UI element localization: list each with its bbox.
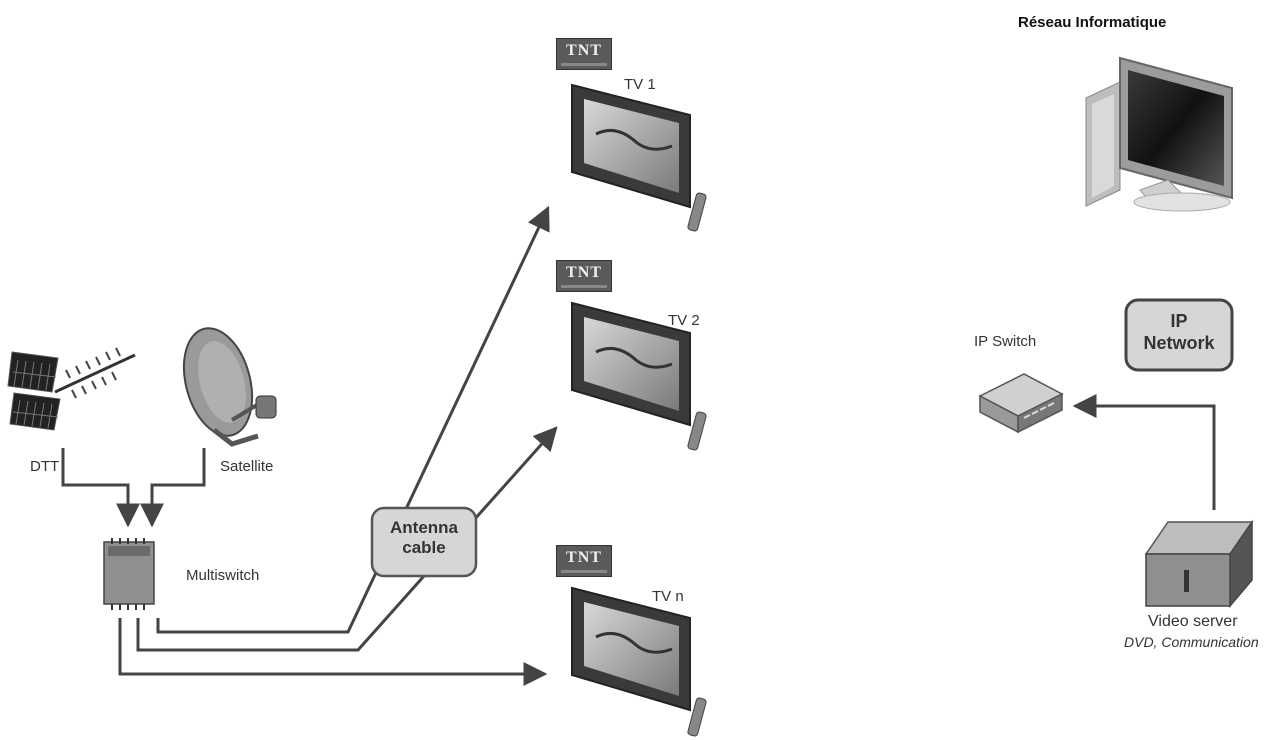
ip-switch-icon	[978, 373, 1064, 434]
tv1-icon	[571, 83, 707, 232]
antenna-cable-box	[370, 506, 478, 578]
video-server-label: Video server	[1148, 613, 1238, 630]
satellite-to-multiswitch-line	[140, 448, 206, 528]
ip-network-box	[1124, 298, 1234, 372]
tnt-logo-tv2: TNT	[556, 260, 612, 292]
cable-to-tvn	[118, 618, 548, 686]
network-title: Réseau Informatique	[1018, 14, 1167, 31]
tv1-label: TV 1	[624, 76, 656, 93]
dtt-to-multiswitch-line	[61, 448, 140, 528]
tvn-label: TV n	[652, 588, 684, 605]
ip-switch-label: IP Switch	[974, 333, 1037, 350]
ip-network-line1: IP	[1170, 311, 1188, 331]
ip-network-line2: Network	[1143, 332, 1215, 353]
multiswitch-icon	[103, 538, 155, 610]
dtt-antenna-icon	[7, 347, 136, 431]
video-server-sublabel: DVD, Communication	[1124, 634, 1259, 650]
tnt-logo-tv1: TNT	[556, 38, 612, 70]
cable-to-tv1	[156, 205, 550, 634]
cable-to-tv2	[136, 426, 558, 652]
antenna-cable-line1: Antenna	[390, 518, 458, 537]
video-server-icon	[1144, 519, 1254, 609]
ip-network-label: IP Network	[1126, 311, 1232, 354]
server-to-switch-line	[1072, 394, 1216, 510]
dtt-label: DTT	[30, 458, 60, 475]
desktop-computer-icon	[1085, 56, 1233, 212]
tv2-icon	[571, 301, 707, 451]
antenna-cable-line2: cable	[402, 538, 446, 558]
satellite-dish-icon	[182, 327, 277, 447]
multiswitch-label: Multiswitch	[186, 567, 260, 584]
tv2-label: TV 2	[668, 312, 700, 329]
satellite-label: Satellite	[220, 458, 274, 475]
tnt-logo-tvn: TNT	[556, 545, 612, 577]
tvn-icon	[571, 586, 707, 737]
antenna-cable-label: Antenna cable	[372, 518, 476, 559]
